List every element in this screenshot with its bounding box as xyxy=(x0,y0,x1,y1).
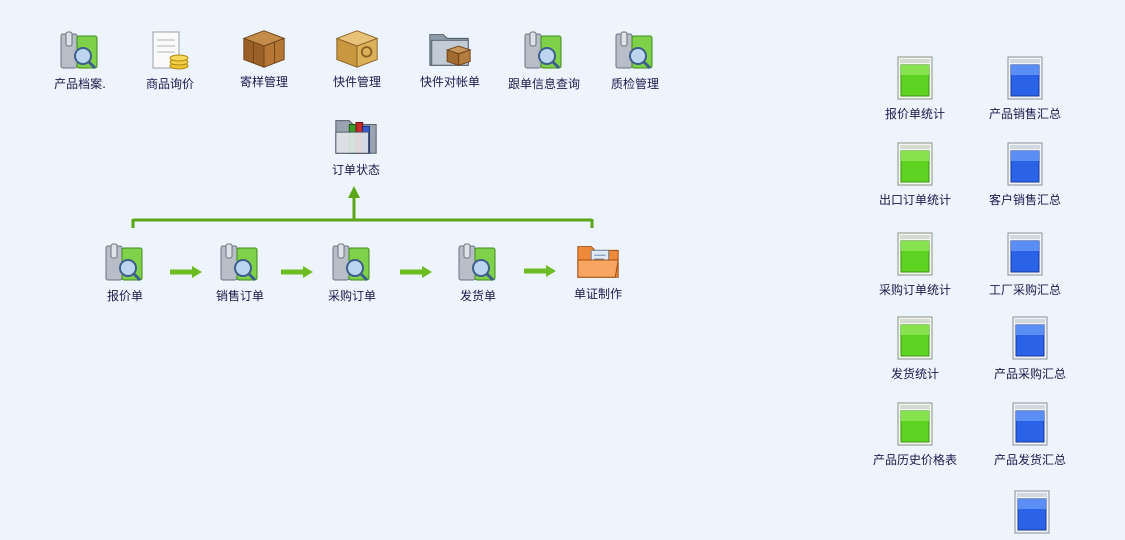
report-label: 出口订单统计 xyxy=(878,193,951,207)
module-order-status[interactable]: 订单状态 xyxy=(324,112,388,178)
order-status-folder-icon xyxy=(332,112,380,160)
report-label: 客户销售汇总 xyxy=(988,193,1061,207)
express-box-icon xyxy=(333,24,381,72)
module-label: 快件管理 xyxy=(332,75,381,89)
quality-check-icon xyxy=(611,26,659,74)
inquiry-icon xyxy=(146,26,194,74)
module-sample-management[interactable]: 寄样管理 xyxy=(232,24,296,90)
module-label: 产品档案. xyxy=(54,77,106,91)
product-archive-icon xyxy=(56,26,104,74)
arrow-right-icon xyxy=(170,266,202,278)
report-export-order-stats[interactable]: 出口订单统计 xyxy=(860,142,970,208)
purchase-order-icon xyxy=(328,238,376,286)
arrow-right-icon xyxy=(400,266,432,278)
workflow-sales-order[interactable]: 销售订单 xyxy=(208,238,272,304)
report-purchase-order-stats[interactable]: 采购订单统计 xyxy=(860,232,970,298)
report-product-price-history[interactable]: 产品历史价格表 xyxy=(860,402,970,468)
report-label: 工厂采购汇总 xyxy=(988,283,1061,297)
workflow-label: 采购订单 xyxy=(327,289,376,303)
module-express-management[interactable]: 快件管理 xyxy=(325,24,389,90)
report-factory-purchase-summary[interactable]: 工厂采购汇总 xyxy=(970,232,1080,298)
tracking-query-icon xyxy=(520,26,568,74)
sample-box-icon xyxy=(240,24,288,72)
blue-report-icon xyxy=(1014,490,1050,534)
report-label: 采购订单统计 xyxy=(878,283,951,297)
quotation-icon xyxy=(101,238,149,286)
module-label: 寄样管理 xyxy=(239,75,288,89)
document-folder-icon xyxy=(574,236,622,284)
module-label: 商品询价 xyxy=(145,77,194,91)
module-express-statement[interactable]: 快件对帐单 xyxy=(414,24,486,90)
report-product-purchase-summary[interactable]: 产品采购汇总 xyxy=(975,316,1085,382)
module-label: 跟单信息查询 xyxy=(507,77,580,91)
green-report-icon xyxy=(897,232,933,276)
module-quality-check[interactable]: 质检管理 xyxy=(603,26,667,92)
report-partial-item[interactable] xyxy=(977,490,1087,540)
workflow-purchase-order[interactable]: 采购订单 xyxy=(320,238,384,304)
module-label: 订单状态 xyxy=(331,163,380,177)
workflow-label: 报价单 xyxy=(106,289,143,303)
module-product-archive[interactable]: 产品档案. xyxy=(48,26,112,92)
sales-order-icon xyxy=(216,238,264,286)
module-inquiry[interactable]: 商品询价 xyxy=(138,26,202,92)
delivery-note-icon xyxy=(454,238,502,286)
green-report-icon xyxy=(897,142,933,186)
workflow-quotation[interactable]: 报价单 xyxy=(93,238,157,304)
report-label: 发货统计 xyxy=(890,367,939,381)
report-label: 产品发货汇总 xyxy=(993,453,1066,467)
green-report-icon xyxy=(897,402,933,446)
workflow-label: 发货单 xyxy=(459,289,496,303)
blue-report-icon xyxy=(1007,142,1043,186)
report-product-sales-summary[interactable]: 产品销售汇总 xyxy=(970,56,1080,122)
workflow-label: 单证制作 xyxy=(573,287,622,301)
green-report-icon xyxy=(897,316,933,360)
report-label: 产品销售汇总 xyxy=(988,107,1061,121)
module-label: 质检管理 xyxy=(610,77,659,91)
report-product-delivery-summary[interactable]: 产品发货汇总 xyxy=(975,402,1085,468)
report-delivery-stats[interactable]: 发货统计 xyxy=(860,316,970,382)
status-connector-line xyxy=(131,186,594,228)
arrow-right-icon xyxy=(281,266,313,278)
blue-report-icon xyxy=(1012,316,1048,360)
report-label: 产品历史价格表 xyxy=(872,453,957,467)
module-label: 快件对帐单 xyxy=(419,75,480,89)
module-tracking-query[interactable]: 跟单信息查询 xyxy=(502,26,586,92)
workflow-delivery-note[interactable]: 发货单 xyxy=(446,238,510,304)
report-label: 报价单统计 xyxy=(884,107,945,121)
blue-report-icon xyxy=(1007,56,1043,100)
workflow-document-making[interactable]: 单证制作 xyxy=(566,236,630,302)
report-quotation-stats[interactable]: 报价单统计 xyxy=(860,56,970,122)
report-label: 产品采购汇总 xyxy=(993,367,1066,381)
green-report-icon xyxy=(897,56,933,100)
blue-report-icon xyxy=(1012,402,1048,446)
arrow-right-icon xyxy=(524,265,556,277)
workflow-label: 销售订单 xyxy=(215,289,264,303)
blue-report-icon xyxy=(1007,232,1043,276)
report-customer-sales-summary[interactable]: 客户销售汇总 xyxy=(970,142,1080,208)
express-folder-icon xyxy=(426,24,474,72)
